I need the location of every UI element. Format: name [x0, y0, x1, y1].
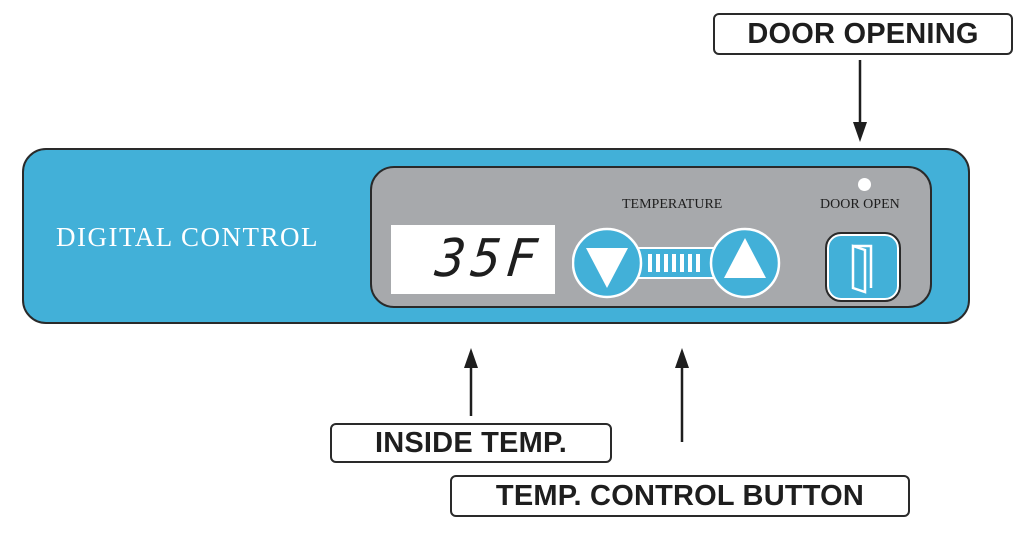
door-opening-callout: DOOR OPENING — [713, 13, 1013, 55]
temp-control-callout: TEMP. CONTROL BUTTON — [450, 475, 910, 517]
temp-control-button — [572, 227, 781, 299]
door-open-label: DOOR OPEN — [820, 197, 900, 212]
temp-control-arrow — [675, 348, 689, 442]
temperature-display: 35F — [391, 225, 555, 294]
control-inset: 35F TEMPERATURE DOOR OPEN — [370, 166, 932, 308]
inside-temp-callout: INSIDE TEMP. — [330, 423, 612, 463]
inside-temp-callout-label: INSIDE TEMP. — [374, 426, 568, 459]
temp-down-button[interactable] — [572, 227, 643, 299]
down-arrow-icon — [586, 248, 628, 288]
up-arrow-icon — [724, 238, 766, 278]
digital-control-panel: DIGITAL CONTROL 35F TEMPERATURE DOOR OPE… — [22, 148, 970, 324]
inside-temp-arrow — [464, 348, 478, 416]
temperature-label: TEMPERATURE — [622, 197, 723, 212]
door-opening-arrow — [853, 60, 867, 142]
door-open-led-icon — [858, 178, 871, 191]
display-value: 35F — [432, 229, 546, 289]
temp-up-button[interactable] — [709, 227, 781, 299]
door-open-button[interactable] — [825, 232, 901, 302]
door-icon — [851, 244, 873, 294]
temp-control-callout-label: TEMP. CONTROL BUTTON — [495, 479, 865, 512]
panel-title: DIGITAL CONTROL — [56, 222, 320, 252]
door-opening-callout-label: DOOR OPENING — [747, 17, 979, 50]
